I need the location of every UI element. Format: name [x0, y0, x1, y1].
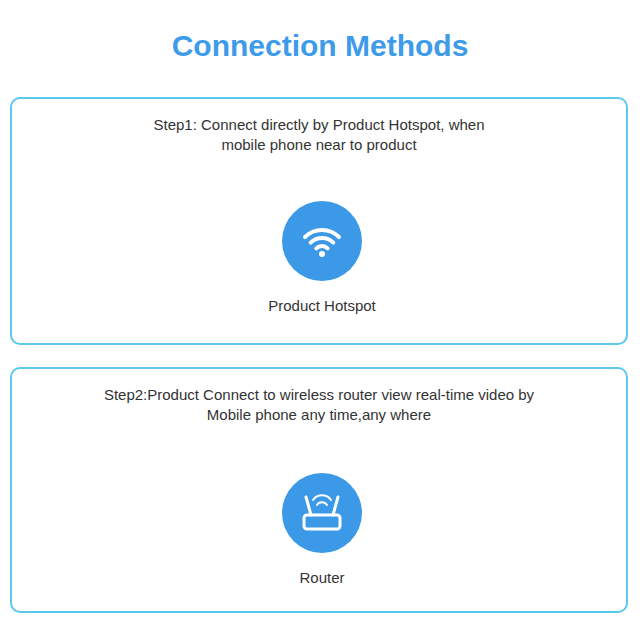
- step-description: Step1: Connect directly by Product Hotsp…: [139, 115, 499, 155]
- circle-shape: [242, 472, 402, 554]
- wifi-icon: [305, 230, 339, 257]
- hub-label: Router: [242, 568, 402, 588]
- step-panel: Step1: Connect directly by Product Hotsp…: [10, 97, 628, 345]
- router-icon: [304, 495, 340, 529]
- circle-shape: [242, 200, 402, 282]
- circle-fill: [282, 201, 362, 281]
- diagram-title: Connection Methods: [0, 26, 640, 66]
- hub-circle: Product Hotspot: [242, 200, 402, 316]
- hub-circle: Router: [242, 472, 402, 588]
- step-description: Step2:Product Connect to wireless router…: [84, 385, 554, 425]
- step-panel: Step2:Product Connect to wireless router…: [10, 367, 628, 613]
- hub-label: Product Hotspot: [242, 296, 402, 316]
- circle-fill: [282, 473, 362, 553]
